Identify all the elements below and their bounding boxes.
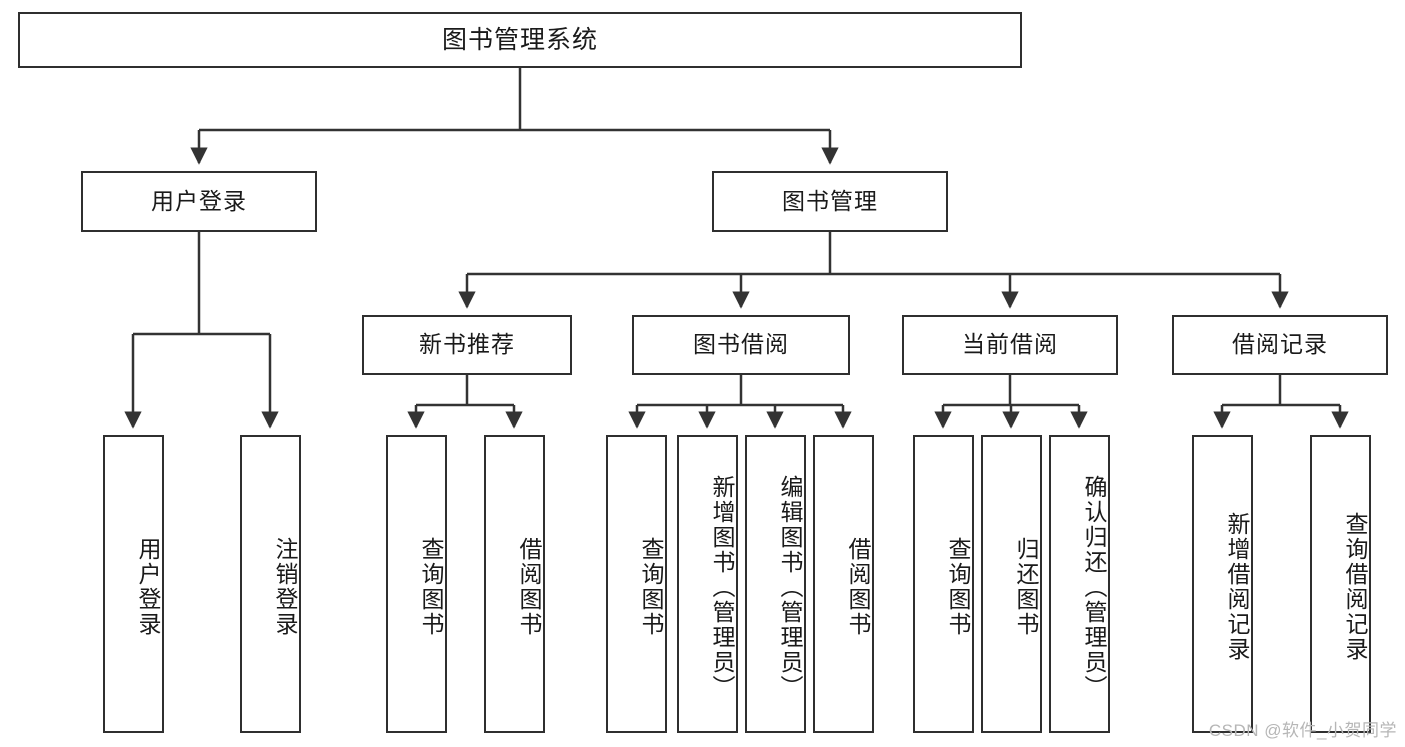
leaf-borrow-record-add-label: 新增借阅记录 (1224, 512, 1250, 662)
leaf-book-borrow-edit[interactable]: 编辑图书（管理员） (745, 435, 806, 733)
leaf-new-book-query[interactable]: 查询图书 (386, 435, 447, 733)
node-borrow-record-label: 借阅记录 (1232, 331, 1328, 358)
watermark-text: CSDN @软件_小贺同学 (1208, 721, 1397, 740)
node-book-management-label: 图书管理 (782, 187, 878, 214)
leaf-book-borrow-lend[interactable]: 借阅图书 (813, 435, 874, 733)
leaf-new-book-borrow[interactable]: 借阅图书 (484, 435, 545, 733)
leaf-new-book-borrow-label: 借阅图书 (516, 537, 542, 637)
node-root-system[interactable]: 图书管理系统 (18, 12, 1022, 68)
leaf-borrow-record-add[interactable]: 新增借阅记录 (1192, 435, 1253, 733)
leaf-current-borrow-confirm[interactable]: 确认归还（管理员） (1049, 435, 1110, 733)
node-current-borrow-label: 当前借阅 (962, 331, 1058, 358)
leaf-new-book-query-label: 查询图书 (418, 537, 444, 637)
leaf-user-login-signout-label: 注销登录 (272, 537, 298, 637)
node-current-borrow[interactable]: 当前借阅 (902, 315, 1118, 375)
node-book-borrow[interactable]: 图书借阅 (632, 315, 850, 375)
leaf-current-borrow-return[interactable]: 归还图书 (981, 435, 1042, 733)
leaf-borrow-record-query-label: 查询借阅记录 (1342, 512, 1368, 662)
node-new-book-recommend-label: 新书推荐 (419, 331, 515, 358)
leaf-book-borrow-query-label: 查询图书 (638, 537, 664, 637)
leaf-user-login-signin-label: 用户登录 (135, 537, 161, 637)
node-user-login-label: 用户登录 (151, 187, 247, 214)
node-book-borrow-label: 图书借阅 (693, 331, 789, 358)
leaf-current-borrow-confirm-label: 确认归还（管理员） (1081, 474, 1107, 700)
leaf-user-login-signout[interactable]: 注销登录 (240, 435, 301, 733)
node-book-management[interactable]: 图书管理 (712, 171, 948, 232)
leaf-current-borrow-query-label: 查询图书 (945, 537, 971, 637)
node-new-book-recommend[interactable]: 新书推荐 (362, 315, 572, 375)
node-user-login[interactable]: 用户登录 (81, 171, 317, 232)
leaf-book-borrow-edit-label: 编辑图书（管理员） (777, 474, 803, 700)
node-borrow-record[interactable]: 借阅记录 (1172, 315, 1388, 375)
leaf-book-borrow-lend-label: 借阅图书 (845, 537, 871, 637)
leaf-borrow-record-query[interactable]: 查询借阅记录 (1310, 435, 1371, 733)
leaf-current-borrow-return-label: 归还图书 (1013, 537, 1039, 637)
leaf-book-borrow-query[interactable]: 查询图书 (606, 435, 667, 733)
node-root-label: 图书管理系统 (441, 26, 598, 54)
leaf-book-borrow-add-label: 新增图书（管理员） (709, 474, 735, 700)
leaf-book-borrow-add[interactable]: 新增图书（管理员） (677, 435, 738, 733)
leaf-current-borrow-query[interactable]: 查询图书 (913, 435, 974, 733)
leaf-user-login-signin[interactable]: 用户登录 (103, 435, 164, 733)
